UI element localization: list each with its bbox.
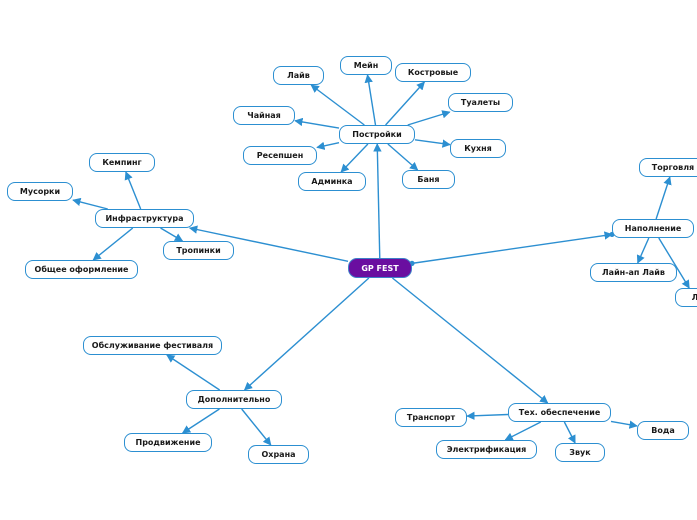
connector-root-dopolnitelno bbox=[243, 277, 370, 391]
subtopic-banya[interactable]: Баня bbox=[402, 170, 455, 189]
topic-teh-obespechenie[interactable]: Тех. обеспечение bbox=[508, 403, 611, 422]
connector-dopolnitelno-obsluzh bbox=[166, 354, 221, 391]
subtopic-voda[interactable]: Вода bbox=[637, 421, 689, 440]
subtopic-tualety[interactable]: Туалеты bbox=[448, 93, 513, 112]
subtopic-cut-off[interactable]: Л bbox=[675, 288, 697, 307]
connector-infra-tropinki bbox=[160, 227, 184, 242]
connector-postroyki-resepshen bbox=[316, 141, 340, 150]
connector-napolnenie-lineup bbox=[636, 237, 650, 264]
subtopic-tropinki[interactable]: Тропинки bbox=[163, 241, 234, 260]
connector-postroyki-kuhnya bbox=[414, 139, 451, 148]
subtopic-mein[interactable]: Мейн bbox=[340, 56, 392, 75]
connector-teh-elektro bbox=[504, 421, 542, 441]
connector-root-postroyki bbox=[373, 143, 382, 259]
connector-infra-obshee bbox=[92, 227, 134, 261]
connector-dopolnitelno-ohrana bbox=[241, 408, 272, 446]
connector-root-napolnenie bbox=[411, 231, 613, 265]
subtopic-chainaya[interactable]: Чайная bbox=[233, 106, 295, 125]
subtopic-musorki[interactable]: Мусорки bbox=[7, 182, 73, 201]
connector-postroyki-chainaya bbox=[294, 117, 340, 129]
connector-postroyki-kostrovye bbox=[385, 81, 425, 126]
subtopic-resepshen[interactable]: Ресепшен bbox=[243, 146, 317, 165]
connector-postroyki-adminka bbox=[340, 143, 369, 173]
connector-infra-kemping bbox=[124, 171, 142, 210]
subtopic-prodvizhenie[interactable]: Продвижение bbox=[124, 433, 212, 452]
subtopic-obshee-oformlenie[interactable]: Общее оформление bbox=[25, 260, 138, 279]
topic-napolnenie[interactable]: Наполнение bbox=[612, 219, 694, 238]
subtopic-transport[interactable]: Транспорт bbox=[395, 408, 467, 427]
subtopic-kostrovye[interactable]: Костровые bbox=[395, 63, 471, 82]
subtopic-kemping[interactable]: Кемпинг bbox=[89, 153, 155, 172]
connector-napolnenie-torgovlya bbox=[655, 176, 672, 220]
connector-postroyki-mein bbox=[364, 74, 377, 126]
topic-postroyki[interactable]: Постройки bbox=[339, 125, 415, 144]
subtopic-obsluzhivanie[interactable]: Обслуживание фестиваля bbox=[83, 336, 222, 355]
root-node[interactable]: GP FEST bbox=[348, 258, 412, 278]
topic-infrastruktura[interactable]: Инфраструктура bbox=[95, 209, 194, 228]
subtopic-ohrana[interactable]: Охрана bbox=[248, 445, 309, 464]
subtopic-lineup-laiv[interactable]: Лайн-ап Лайв bbox=[590, 263, 677, 282]
subtopic-adminka[interactable]: Админка bbox=[298, 172, 366, 191]
connector-napolnenie-l_cut bbox=[658, 237, 690, 289]
connector-infra-musorki bbox=[72, 197, 108, 210]
connector-postroyki-laiv bbox=[310, 84, 365, 126]
connector-postroyki-tualety bbox=[407, 110, 451, 126]
connector-postroyki-banya bbox=[387, 143, 419, 171]
topic-dopolnitelno[interactable]: Дополнительно bbox=[186, 390, 282, 409]
connector-root-infra bbox=[188, 225, 349, 262]
subtopic-laiv[interactable]: Лайв bbox=[273, 66, 324, 85]
subtopic-elektrifikaciya[interactable]: Электрификация bbox=[436, 440, 537, 459]
subtopic-torgovlya[interactable]: Торговля bbox=[639, 158, 697, 177]
connector-dopolnitelno-prodvizh bbox=[181, 408, 220, 434]
subtopic-kuhnya[interactable]: Кухня bbox=[450, 139, 506, 158]
connector-teh-zvuk bbox=[563, 421, 576, 444]
connector-teh-transport bbox=[466, 411, 509, 421]
connector-teh-voda bbox=[610, 420, 638, 429]
subtopic-zvuk[interactable]: Звук bbox=[555, 443, 605, 462]
connector-root-teh bbox=[391, 277, 549, 404]
